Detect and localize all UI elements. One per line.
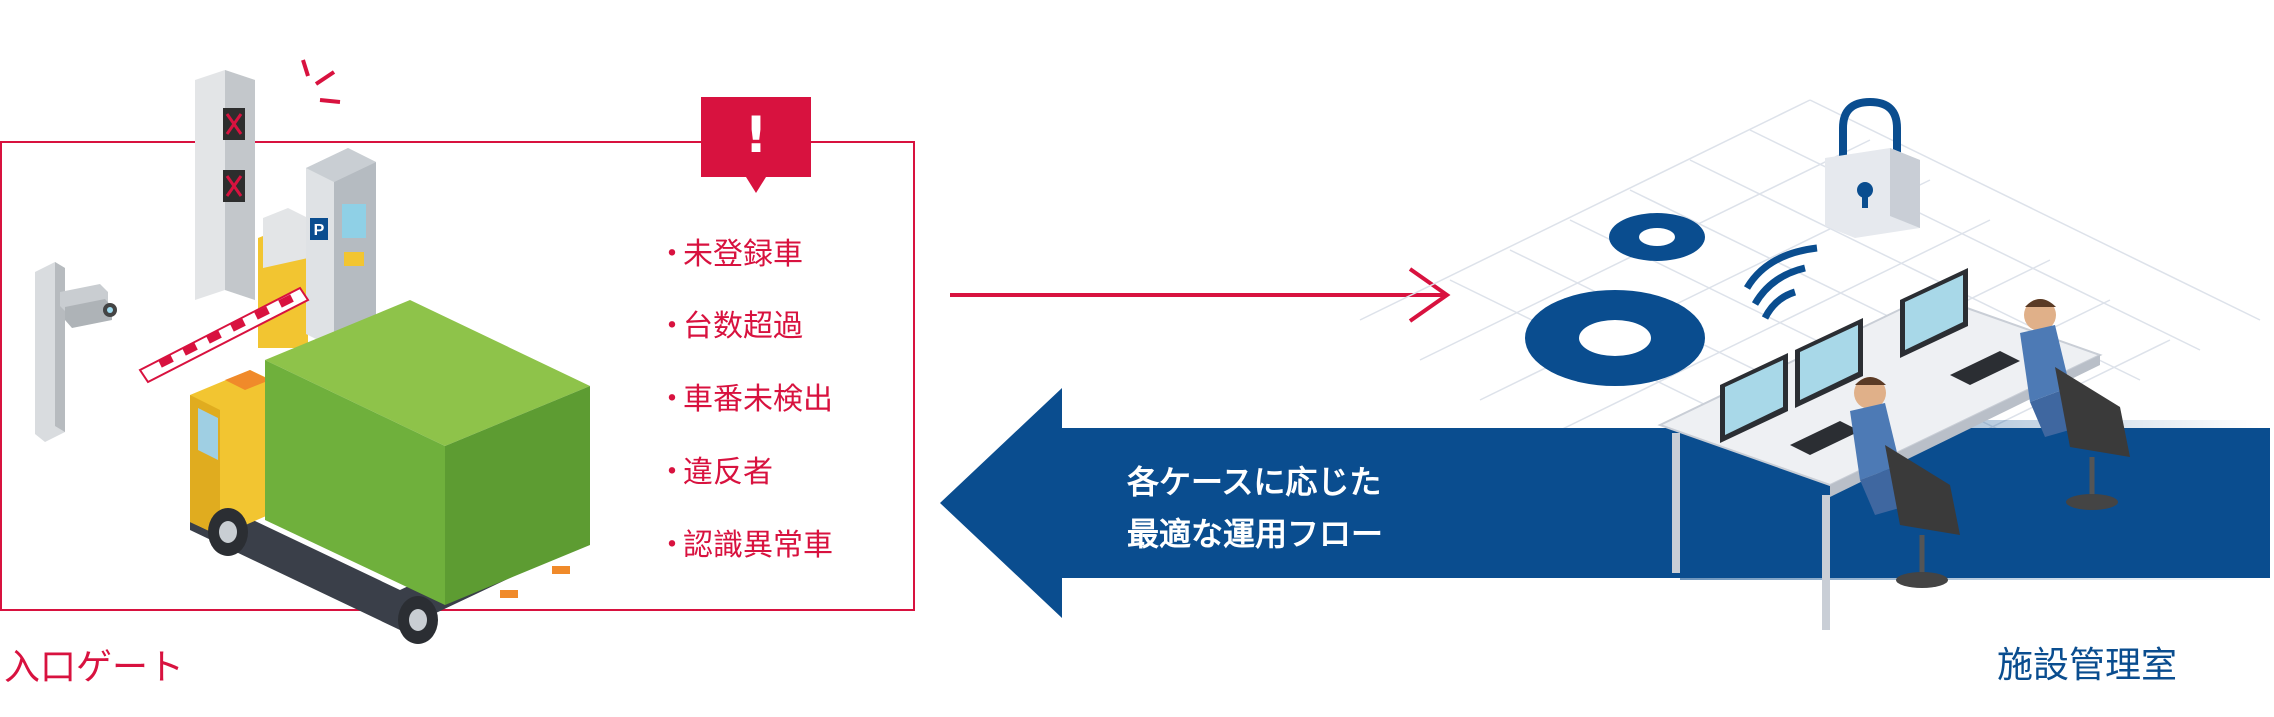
condition-label: 認識異常車: [683, 528, 833, 563]
condition-label: 台数超過: [683, 309, 803, 344]
signal-pole-icon: [195, 70, 255, 300]
entrance-gate-label: 入口ゲート: [4, 647, 185, 688]
condition-item: ・車番未検出: [657, 382, 833, 417]
gear-icon: [1609, 213, 1705, 261]
alert-mark: !: [744, 106, 768, 164]
alert-icon: !: [701, 97, 811, 193]
truck-icon: [190, 300, 590, 644]
monitor-icon: [1720, 353, 1788, 443]
lock-icon: [1825, 97, 1920, 238]
notify-arrow-icon: [950, 267, 1451, 323]
wifi-icon: [1743, 244, 1818, 320]
parking-meter-icon: P: [258, 148, 376, 348]
condition-label: 違反者: [683, 455, 773, 490]
condition-label: 未登録車: [683, 237, 803, 272]
operator-icon: [2020, 299, 2130, 510]
camera-icon: [35, 262, 117, 442]
flow-message: 各ケースに応じた 最適な運用フロー: [1127, 456, 1383, 560]
operator-icon: [1850, 377, 1960, 588]
gate-barrier-icon: [138, 286, 310, 384]
control-room-label: 施設管理室: [1997, 645, 2178, 686]
entrance-gate-frame: [0, 141, 915, 611]
condition-item: ・未登録車: [657, 237, 803, 272]
condition-item: ・認識異常車: [657, 528, 833, 563]
alert-spark-icon: [301, 59, 341, 104]
gear-icon: [1525, 290, 1705, 386]
flow-arrow-icon: [940, 388, 2270, 618]
condition-item: ・違反者: [657, 455, 773, 490]
flow-line: 最適な運用フロー: [1127, 515, 1384, 553]
condition-label: 車番未検出: [683, 382, 833, 417]
monitor-icon: [1795, 318, 1863, 408]
control-desk: [1657, 268, 2130, 630]
flow-line: 各ケースに応じた: [1127, 463, 1382, 501]
condition-item: ・台数超過: [657, 309, 803, 344]
svg-text:P: P: [314, 222, 325, 239]
monitor-icon: [1900, 268, 1968, 358]
